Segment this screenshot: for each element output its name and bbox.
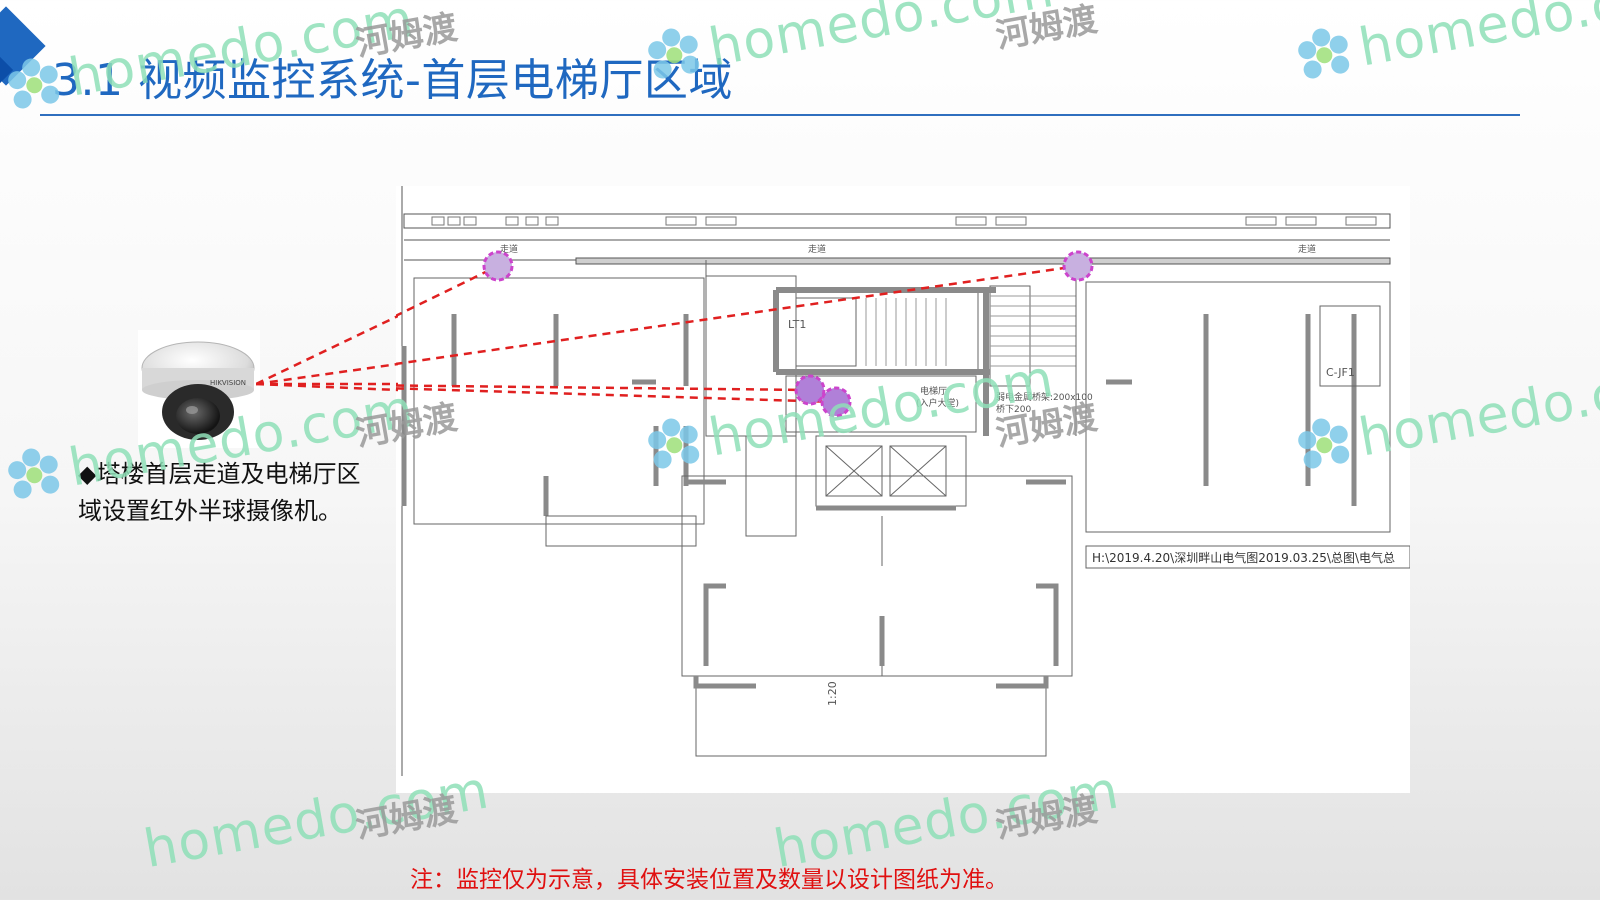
sightline-origin-segment bbox=[256, 314, 398, 392]
bullet-description: ◆塔楼首层走道及电梯厅区域设置红外半球摄像机。 bbox=[78, 460, 361, 525]
camera-brand-label: HIKVISION bbox=[210, 379, 246, 387]
camera-marker-corridor-right bbox=[1062, 250, 1094, 282]
plan-label-scale: 1:20 bbox=[826, 681, 839, 706]
plan-label-elevator-hall: 电梯厅 bbox=[920, 385, 947, 397]
slide-title: 3.1 视频监控系统-首层电梯厅区域 bbox=[52, 55, 733, 106]
watermark-flower-icon bbox=[1298, 28, 1350, 79]
watermark-text: homedo.com bbox=[704, 0, 1059, 79]
plan-label-corridor-2: 走道 bbox=[808, 243, 826, 255]
plan-label-corridor-1: 走道 bbox=[500, 243, 518, 255]
watermark-cn: 河姆渡 bbox=[992, 0, 1101, 57]
plan-label-tray: 弱电金属桥架:200x100 bbox=[996, 391, 1093, 403]
watermark-3: homedo.com bbox=[1290, 0, 1600, 90]
watermark-text: homedo.com bbox=[1354, 0, 1600, 79]
floor-plan-panel: 走道 走道 走道 LT1 电梯厅 (入户大堂) 弱电金属桥架:200x100 桥… bbox=[396, 186, 1410, 793]
plan-file-path: H:\2019.4.20\深圳畔山电气图2019.03.25\总图\电气总 bbox=[1092, 550, 1395, 565]
plan-label-cjf1: C-JF1 bbox=[1326, 366, 1355, 379]
plan-label-corridor-3: 走道 bbox=[1298, 243, 1316, 255]
watermark-flower-icon bbox=[8, 448, 60, 499]
camera-marker-hall-1 bbox=[794, 374, 826, 406]
title-underline bbox=[40, 114, 1520, 116]
plan-label-lt1: LT1 bbox=[788, 318, 806, 331]
camera-markers bbox=[482, 250, 1094, 418]
camera-marker-corridor-left bbox=[482, 250, 514, 282]
dome-camera-image: HIKVISION bbox=[138, 330, 260, 448]
plan-label-tray-below: 桥下200 bbox=[996, 403, 1031, 415]
plan-label-entrance-lobby: (入户大堂) bbox=[916, 397, 959, 409]
sightlines bbox=[396, 264, 1079, 404]
footnote: 注：监控仅为示意，具体安装位置及数量以设计图纸为准。 bbox=[410, 867, 1008, 893]
floor-plan-drawing: 走道 走道 走道 LT1 电梯厅 (入户大堂) 弱电金属桥架:200x100 桥… bbox=[396, 186, 1410, 776]
camera-marker-hall-2 bbox=[820, 386, 852, 418]
